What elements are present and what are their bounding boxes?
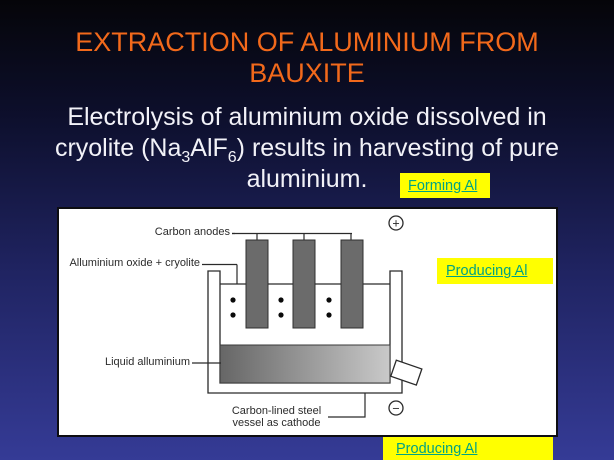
body-line-1: Electrolysis of aluminium oxide dissolve… [67,103,547,131]
tap-outlet [389,359,423,386]
carbon-anodes-label: Carbon anodes [154,226,230,238]
svg-text:+: + [392,217,399,231]
producing-al-right-link-box[interactable]: Producing Al [437,258,553,284]
electrolysis-cell-drawing: + − [192,215,423,418]
electrolyte-bubble-dots [230,297,332,318]
title-line-1: EXTRACTION OF ALUMINIUM FROM [75,27,539,57]
carbon-anode [292,239,316,329]
electrolysis-cell-diagram: + − Carbon anodes Alluminium oxide + cry… [57,207,558,437]
anode-bus-wire [232,232,352,240]
negative-terminal-icon: − [388,400,404,416]
cathode-pointer-line [328,393,366,418]
svg-text:−: − [392,402,399,416]
cathode-label: Carbon-lined steel vessel as cathode [231,405,322,429]
liquid-aluminium-label: Liquid alluminium [105,356,190,368]
oxide-cryolite-label: Alluminium oxide + cryolite [69,257,200,269]
subscript-6: 6 [227,149,237,166]
forming-al-link-box[interactable]: Forming Al [400,173,490,198]
positive-terminal-icon: + [388,215,404,231]
body-line-2: cryolite (Na3AlF6) results in harvesting… [54,134,560,166]
title-line-2: BAUXITE [249,58,365,88]
forming-al-link[interactable]: Forming Al [408,177,478,194]
producing-al-bottom-link-box[interactable]: Producing Al [383,437,553,460]
carbon-anode [340,239,364,329]
slide-title: EXTRACTION OF ALUMINIUM FROM BAUXITE [0,27,614,89]
slide-body-text: Electrolysis of aluminium oxide dissolve… [0,102,614,195]
oxide-cryolite-pointer-line [202,263,238,284]
steel-vessel-outline [207,270,403,394]
producing-al-right-link[interactable]: Producing Al [446,263,528,279]
body-line-3: aluminium. [246,165,368,193]
liquid-aluminium-pool [219,344,391,384]
subscript-3: 3 [181,149,191,166]
carbon-anode [245,239,269,329]
producing-al-bottom-link[interactable]: Producing Al [396,440,478,457]
